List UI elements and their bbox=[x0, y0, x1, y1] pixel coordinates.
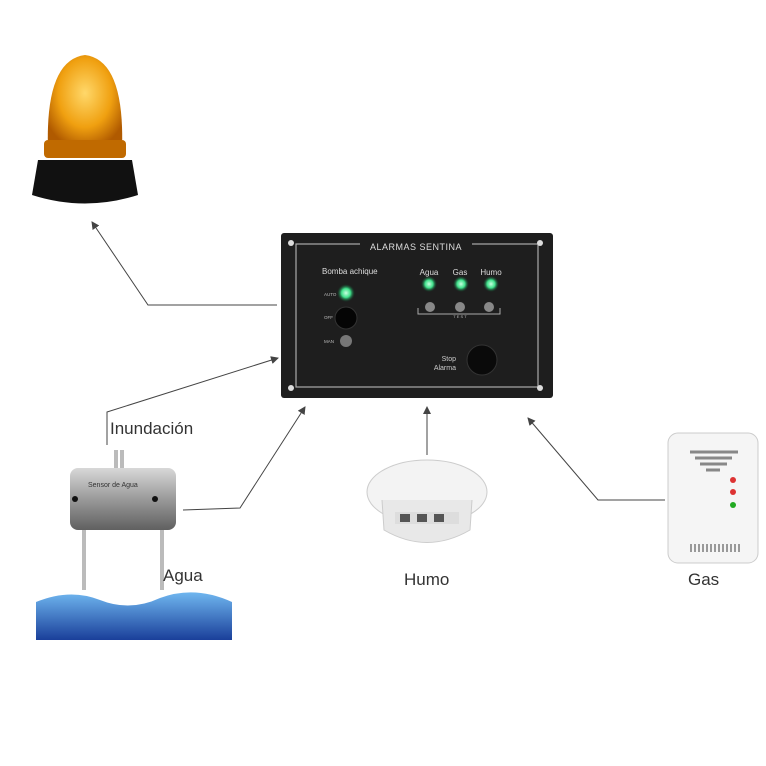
water-label: Agua bbox=[163, 566, 203, 585]
pump-switch-knob bbox=[334, 306, 358, 330]
arrow-gas-to-panel bbox=[527, 417, 665, 501]
arrow-flood-to-panel bbox=[106, 356, 279, 445]
pump-label: Bomba achique bbox=[322, 267, 378, 276]
gas-detector bbox=[667, 432, 759, 564]
arrow-to-beacon bbox=[91, 221, 277, 306]
auto-led bbox=[337, 284, 355, 302]
gas-label: Gas bbox=[688, 570, 720, 589]
test-label: T E S T bbox=[453, 314, 467, 319]
water-waves bbox=[36, 592, 232, 640]
stop-label: Stop bbox=[442, 356, 457, 363]
switch-man-label: MAN bbox=[324, 339, 334, 344]
alarma-label: Alarma bbox=[434, 365, 456, 372]
smoke-label: Humo bbox=[404, 570, 450, 589]
flood-label: Inundación bbox=[110, 419, 194, 438]
switch-off-label: OFF bbox=[324, 315, 333, 320]
rotating-beacon-icon bbox=[32, 55, 138, 204]
alarm-panel bbox=[281, 233, 553, 398]
man-button bbox=[340, 335, 352, 347]
sensor-name: Sensor de Agua bbox=[88, 482, 138, 489]
stop-alarm-button bbox=[466, 344, 498, 376]
arrow-sensor-to-panel bbox=[182, 406, 306, 511]
smoke-detector bbox=[366, 459, 488, 543]
panel-title: ALARMAS SENTINA bbox=[370, 242, 462, 252]
switch-auto-label: AUTO bbox=[324, 292, 337, 297]
indicator-humo-label: Humo bbox=[480, 268, 502, 277]
water-sensor bbox=[36, 450, 232, 640]
indicator-agua-label: Agua bbox=[420, 268, 439, 277]
indicator-gas-label: Gas bbox=[453, 268, 468, 277]
